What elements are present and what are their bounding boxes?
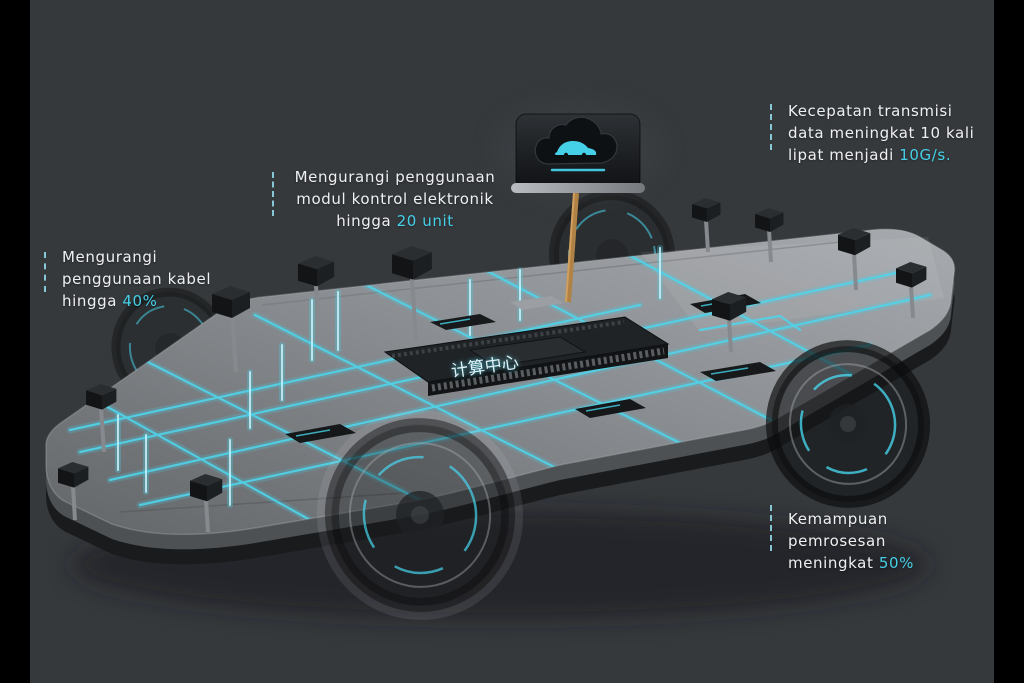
annotation-line: Mengurangi xyxy=(62,248,158,266)
annotation-tick-cable xyxy=(44,252,46,292)
annotation-line: penggunaan kabel xyxy=(62,270,212,288)
annotation-transmission-speed: Kecepatan transmisi data meningkat 10 ka… xyxy=(788,100,974,166)
annotation-line: modul kontrol elektronik xyxy=(296,190,494,208)
annotation-highlight: 50% xyxy=(878,554,914,572)
annotation-processing-power: Kemampuan pemrosesan meningkat 50% xyxy=(788,508,914,574)
annotation-prefix: lipat menjadi xyxy=(788,146,900,164)
annotation-tick-transmission xyxy=(770,104,772,150)
annotation-line: hingga 40% xyxy=(62,290,211,312)
car-icon xyxy=(554,141,597,155)
annotation-line: pemrosesan xyxy=(788,532,886,550)
annotation-line: Mengurangi penggunaan xyxy=(294,168,496,186)
annotation-line: lipat menjadi 10G/s. xyxy=(788,144,974,166)
annotation-line: Kecepatan transmisi xyxy=(788,102,953,120)
annotation-prefix: hingga xyxy=(62,292,123,310)
letterbox-bar-right xyxy=(994,0,1024,683)
annotation-tick-module xyxy=(272,172,274,216)
annotation-line: data meningkat 10 kali xyxy=(788,124,975,142)
cloud-icon xyxy=(534,116,618,165)
wheel-front-right xyxy=(765,340,931,508)
annotation-tick-processing xyxy=(770,505,772,551)
annotation-line: meningkat 50% xyxy=(788,552,914,574)
letterbox-bar-left xyxy=(0,0,30,683)
cloud-sign xyxy=(493,102,663,303)
annotation-prefix: hingga xyxy=(336,212,397,230)
annotation-line: hingga 20 unit xyxy=(288,210,502,232)
annotation-module-reduction: Mengurangi penggunaan modul kontrol elek… xyxy=(288,166,502,232)
sensor-modules xyxy=(58,198,927,533)
annotation-cable-reduction: Mengurangi penggunaan kabel hingga 40% xyxy=(62,246,211,312)
annotation-line: Kemampuan xyxy=(788,510,888,528)
annotation-highlight: 40% xyxy=(122,292,158,310)
annotation-highlight: 10G/s. xyxy=(899,146,952,164)
computing-center-chip: 计算中心 计算中心 xyxy=(383,316,670,396)
annotation-prefix: meningkat xyxy=(788,554,879,572)
wheel-front-left xyxy=(316,410,524,620)
annotation-highlight: 20 unit xyxy=(396,212,454,230)
sign-post xyxy=(565,192,579,303)
